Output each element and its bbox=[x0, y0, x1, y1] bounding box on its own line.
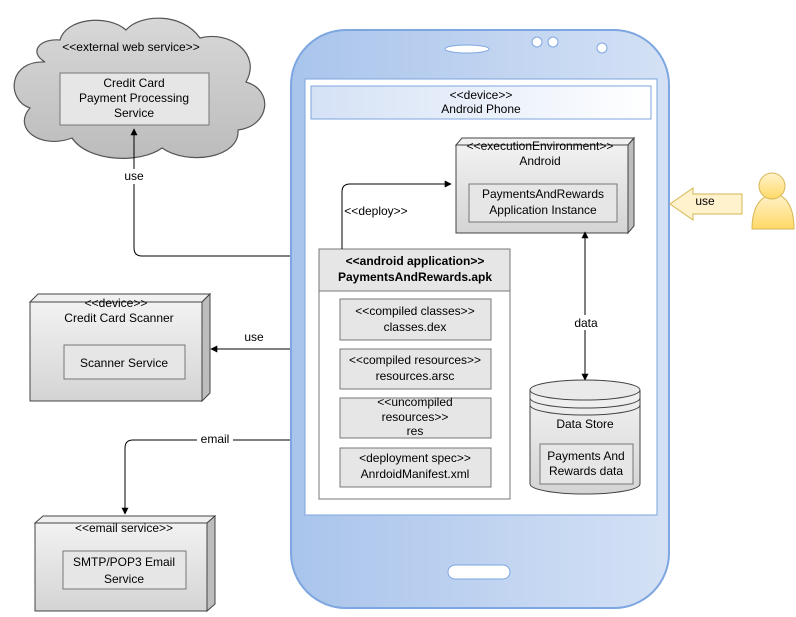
apk-stereotype: <<android application>> bbox=[346, 254, 485, 268]
artifact-resources-line-1: <<compiled resources>> bbox=[349, 353, 481, 367]
exec-env-stereotype: <<executionEnvironment>> bbox=[467, 139, 614, 153]
exec-env-title: Android bbox=[519, 154, 560, 168]
cloud-stereotype: <<external web service>> bbox=[62, 40, 199, 54]
phone-camera-icon bbox=[596, 42, 608, 54]
edge-deploy bbox=[341, 180, 452, 249]
artifact-resources-arsc[interactable] bbox=[339, 348, 492, 390]
apk-header bbox=[318, 248, 511, 292]
edge-cloud-use bbox=[130, 128, 290, 257]
edge-email-label-bg bbox=[197, 432, 233, 447]
artifact-classes-line-2: classes.dex bbox=[384, 320, 447, 334]
artifact-resources-line-2: resources.arsc bbox=[376, 369, 455, 383]
cloud-service-line-1: Credit Card bbox=[103, 76, 164, 90]
artifact-manifest-line-1: <deployment spec>> bbox=[359, 451, 471, 465]
external-web-service-cloud[interactable]: <<external web service>> Credit Card Pay… bbox=[13, 17, 266, 159]
artifact-manifest[interactable] bbox=[339, 447, 492, 488]
email-stereotype: <<email service>> bbox=[75, 521, 173, 535]
phone-title: Android Phone bbox=[441, 102, 521, 116]
actor-use-label: use bbox=[695, 194, 715, 208]
scanner-title: Credit Card Scanner bbox=[64, 311, 173, 325]
email-service-box[interactable] bbox=[62, 550, 187, 590]
edge-scanner-use-label: use bbox=[244, 330, 264, 344]
app-instance-line-1: PaymentsAndRewards bbox=[482, 187, 604, 201]
artifact-res-line-3: res bbox=[407, 424, 424, 438]
edge-cloud-use-label-bg bbox=[115, 169, 153, 184]
app-instance-line-2: Application Instance bbox=[489, 203, 597, 217]
edge-cloud-use-label: use bbox=[124, 169, 144, 183]
data-store-cylinder[interactable]: Data Store Payments And Rewards data bbox=[529, 379, 641, 495]
phone-title-bar bbox=[310, 85, 652, 120]
user-actor-icon[interactable] bbox=[751, 172, 795, 230]
credit-card-service-box[interactable] bbox=[59, 72, 210, 126]
cloud-service-line-3: Service bbox=[114, 106, 154, 120]
data-item-line-1: Payments And bbox=[547, 449, 624, 463]
artifact-manifest-line-2: AnrdoidManifest.xml bbox=[361, 467, 470, 481]
edge-email bbox=[121, 439, 290, 515]
artifact-res-line-2: resources>> bbox=[382, 410, 449, 424]
app-instance-box[interactable] bbox=[468, 183, 618, 223]
phone-sensor-icon bbox=[547, 36, 559, 48]
data-item-line-2: Rewards data bbox=[549, 464, 623, 478]
credit-card-scanner-node[interactable]: <<device>> Credit Card Scanner Scanner S… bbox=[28, 292, 212, 403]
edge-data-label: data bbox=[574, 316, 598, 330]
scanner-service-label: Scanner Service bbox=[80, 356, 168, 370]
payments-rewards-data-box[interactable] bbox=[539, 443, 634, 485]
artifact-classes-line-1: <<compiled classes>> bbox=[355, 304, 474, 318]
artifact-res-line-1: <<uncompiled bbox=[377, 395, 452, 409]
phone-home-button[interactable] bbox=[447, 564, 511, 580]
cloud-service-line-2: Payment Processing bbox=[79, 91, 189, 105]
artifact-res[interactable] bbox=[339, 397, 492, 439]
data-store-title: Data Store bbox=[556, 417, 614, 431]
edge-email-label: email bbox=[201, 432, 230, 446]
email-service-node[interactable]: <<email service>> SMTP/POP3 Email Servic… bbox=[33, 514, 217, 613]
phone-stereotype: <<device>> bbox=[450, 88, 513, 102]
scanner-stereotype: <<device>> bbox=[85, 296, 148, 310]
apk-artifact[interactable]: <<android application>> PaymentsAndRewar… bbox=[318, 248, 511, 500]
scanner-service-box[interactable] bbox=[63, 344, 186, 380]
artifact-classes-dex[interactable] bbox=[339, 298, 492, 341]
edge-data-label-bg bbox=[570, 315, 602, 330]
android-execution-environment[interactable]: <<executionEnvironment>> Android Payment… bbox=[454, 136, 636, 235]
email-service-line-1: SMTP/POP3 Email bbox=[73, 555, 175, 569]
email-service-line-2: Service bbox=[104, 572, 144, 586]
phone-sensor-icon bbox=[531, 36, 543, 48]
phone-speaker-icon bbox=[444, 44, 490, 54]
edge-deploy-label: <<deploy>> bbox=[344, 204, 407, 218]
actor-use-arrow: use bbox=[669, 187, 743, 221]
apk-title: PaymentsAndRewards.apk bbox=[338, 270, 492, 284]
